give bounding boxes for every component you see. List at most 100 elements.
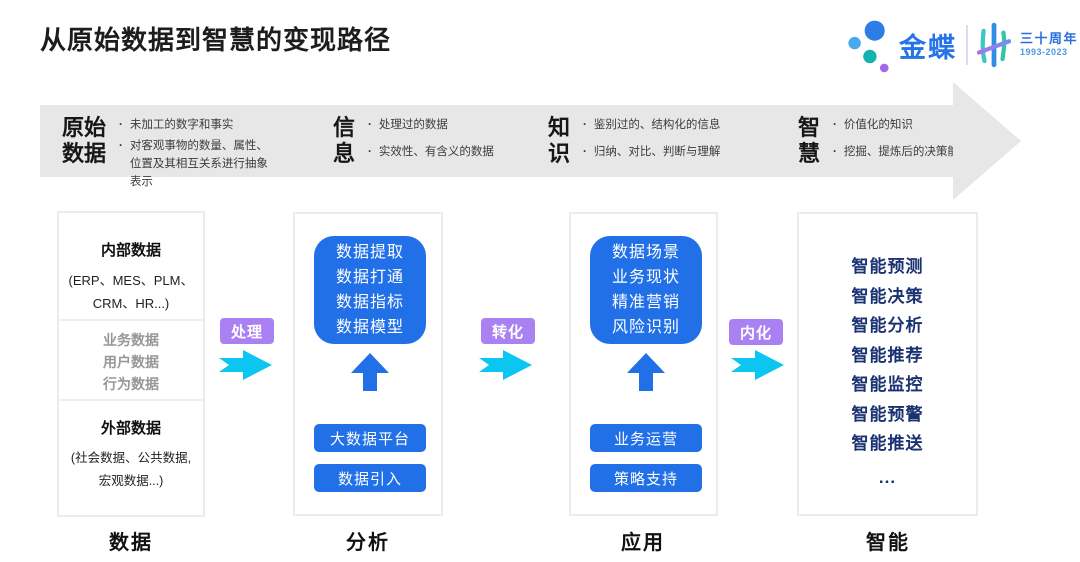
- kingdee-dots-icon: [848, 20, 889, 73]
- bullet-item: · 归纳、对比、判断与理解: [583, 143, 748, 161]
- footer-label-analysis: 分析: [346, 532, 390, 554]
- bullet-text: 未加工的数字和事实: [129, 119, 234, 131]
- internal-data-line: CRM、HR...): [92, 296, 170, 311]
- bullet-item: · 未加工的数字和事实: [119, 116, 279, 134]
- bullet-text: 归纳、对比、判断与理解: [593, 146, 721, 158]
- right-arrow-icon: [219, 350, 272, 380]
- intelligence-item: 智能预警: [851, 404, 924, 424]
- bullet-item: · 挖掘、提炼后的决策能力: [833, 143, 983, 161]
- internal-data-section: 内部数据 (ERP、MES、PLM、 CRM、HR...): [59, 213, 203, 315]
- stage-heading-line: 数据: [62, 141, 107, 166]
- up-arrow-icon: [627, 353, 665, 391]
- stage-information: 信 息 · 处理过的数据 · 实效性、有含义的数据: [333, 105, 518, 177]
- bullet-text: 实效性、有含义的数据: [378, 146, 494, 158]
- stage-heading-line: 息: [333, 141, 356, 166]
- stage-heading-line: 慧: [798, 141, 821, 166]
- anniversary-30-icon: [977, 22, 1011, 68]
- stage-heading-line: 原始: [62, 115, 107, 140]
- intelligence-item: 智能推送: [851, 434, 924, 453]
- middle-data-item: 业务数据: [103, 332, 159, 348]
- bullet-dot: ·: [583, 119, 587, 131]
- kingdee-brand-text: 金蝶: [899, 32, 957, 63]
- stage-heading-line: 智: [798, 115, 821, 140]
- stage-bullets: · 未加工的数字和事实 · 对客观事物的数量、属性、位置及其相互关系进行抽象表示: [119, 105, 279, 188]
- intelligence-item-ellipsis: ...: [878, 467, 897, 487]
- bigbox-line: 精准营销: [611, 294, 680, 311]
- stage-wisdom: 智 慧 · 价值化的知识 · 挖掘、提炼后的决策能力: [798, 105, 983, 177]
- bullet-dot: ·: [119, 140, 123, 152]
- right-arrow-icon: [479, 350, 532, 380]
- column-intelligence-box: 智能预测 智能决策 智能分析 智能推荐 智能监控 智能预警 智能推送 ...: [797, 212, 978, 516]
- bullet-item: · 价值化的知识: [833, 116, 983, 134]
- stage-band: 原始 数据 · 未加工的数字和事实 · 对客观事物的数量、属性、位置及其相互关系进行…: [40, 105, 970, 188]
- bigbox-line: 数据模型: [335, 319, 404, 336]
- column-data-box: 内部数据 (ERP、MES、PLM、 CRM、HR...) 业务数据 用户数据 …: [57, 211, 205, 517]
- stage-raw-data: 原始 数据 · 未加工的数字和事实 · 对客观事物的数量、属性、位置及其相互关系进行…: [62, 105, 279, 188]
- bigbox-line: 数据指标: [335, 294, 404, 311]
- footer-label-data: 数据: [109, 532, 153, 554]
- stage-heading: 知 识: [548, 105, 570, 177]
- logo-separator: [966, 25, 968, 65]
- bullet-dot: ·: [119, 119, 123, 131]
- application-button: 策略支持: [590, 464, 702, 492]
- intelligence-item: 智能推荐: [851, 345, 924, 365]
- connector-label-internalize: 内化: [729, 319, 783, 345]
- internal-data-title: 内部数据: [100, 242, 161, 259]
- connector-label-transform: 转化: [481, 318, 535, 344]
- bullet-dot: ·: [583, 146, 587, 158]
- page-title: 从原始数据到智慧的变现路径: [40, 25, 392, 55]
- bullet-text: 挖掘、提炼后的决策能力: [843, 146, 971, 158]
- anniversary-text: 三十周年 1993-2023: [1020, 31, 1079, 58]
- bigbox-line: 业务现状: [611, 269, 680, 286]
- analysis-bigbox: 数据提取 数据打通 数据指标 数据模型: [314, 236, 426, 344]
- stage-heading: 原始 数据: [62, 105, 106, 177]
- right-arrow-icon: [731, 350, 784, 380]
- application-button: 业务运营: [590, 424, 702, 452]
- column-analysis-box: 数据提取 数据打通 数据指标 数据模型 大数据平台 数据引入: [293, 212, 443, 516]
- bigbox-line: 数据提取: [335, 244, 404, 261]
- bullet-text: 价值化的知识: [843, 119, 913, 131]
- band-arrowhead: [953, 82, 1021, 200]
- bullet-dot: ·: [368, 146, 372, 158]
- stage-heading-line: 知: [548, 115, 571, 140]
- intelligence-list: 智能预测 智能决策 智能分析 智能推荐 智能监控 智能预警 智能推送 ...: [799, 214, 976, 492]
- intelligence-item: 智能预测: [851, 257, 924, 276]
- bigbox-line: 数据场景: [611, 244, 680, 261]
- up-arrow-icon: [351, 353, 389, 391]
- external-data-line: 宏观数据...): [98, 474, 164, 488]
- stage-bullets: · 处理过的数据 · 实效性、有含义的数据: [368, 105, 518, 177]
- column-application-box: 数据场景 业务现状 精准营销 风险识别 业务运营 策略支持: [569, 212, 718, 516]
- internal-data-line: (ERP、MES、PLM、: [68, 273, 194, 288]
- stage-heading-line: 信: [333, 115, 356, 140]
- bullet-dot: ·: [368, 119, 372, 131]
- bullet-text: 处理过的数据: [378, 119, 448, 131]
- bullet-dot: ·: [833, 146, 837, 158]
- stage-knowledge: 知 识 · 鉴别过的、结构化的信息 · 归纳、对比、判断与理解: [548, 105, 748, 177]
- bullet-item: · 实效性、有含义的数据: [368, 143, 518, 161]
- analysis-button: 数据引入: [314, 464, 426, 492]
- external-data-line: (社会数据、公共数据,: [70, 451, 192, 465]
- anniversary-years: 1993-2023: [1020, 47, 1068, 58]
- footer-label-application: 应用: [621, 532, 665, 554]
- intelligence-item: 智能决策: [851, 286, 924, 306]
- bigbox-line: 数据打通: [335, 269, 404, 286]
- stage-bullets: · 价值化的知识 · 挖掘、提炼后的决策能力: [833, 105, 983, 177]
- application-bigbox: 数据场景 业务现状 精准营销 风险识别: [590, 236, 702, 344]
- kingdee-logo: 金蝶 三十周年 1993-2023: [846, 14, 1078, 76]
- stage-heading: 智 慧: [798, 105, 820, 177]
- anniversary-title: 三十周年: [1020, 31, 1079, 47]
- bigbox-line: 风险识别: [611, 319, 680, 336]
- bullet-dot: ·: [833, 119, 837, 131]
- stage-bullets: · 鉴别过的、结构化的信息 · 归纳、对比、判断与理解: [583, 105, 748, 177]
- middle-data-section: 业务数据 用户数据 行为数据: [59, 315, 203, 395]
- bullet-text: 对客观事物的数量、属性、位置及其相互关系进行抽象表示: [129, 140, 268, 188]
- external-data-section: 外部数据 (社会数据、公共数据, 宏观数据...): [59, 395, 203, 493]
- bullet-text: 鉴别过的、结构化的信息: [593, 119, 721, 131]
- stage-heading-line: 识: [548, 141, 571, 166]
- bullet-item: · 对客观事物的数量、属性、位置及其相互关系进行抽象表示: [119, 137, 279, 191]
- footer-label-intelligence: 智能: [866, 532, 910, 554]
- stage-heading: 信 息: [333, 105, 355, 177]
- intelligence-item: 智能监控: [851, 375, 924, 394]
- bullet-item: · 鉴别过的、结构化的信息: [583, 116, 748, 134]
